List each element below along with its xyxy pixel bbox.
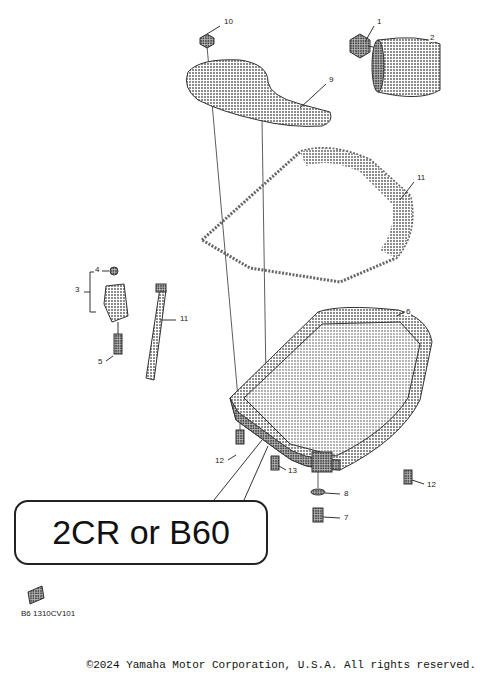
- callout-number: 12: [214, 457, 225, 465]
- note-text: 2CR or B60: [52, 513, 230, 552]
- callout-number: 3: [74, 286, 80, 294]
- callout-number: 7: [343, 514, 349, 522]
- callout-number: 5: [97, 358, 103, 366]
- callout-number: 11: [416, 174, 426, 182]
- note-box: 2CR or B60: [14, 500, 268, 565]
- callout-number: 6: [405, 308, 411, 316]
- callout-number: 8: [343, 490, 349, 498]
- callout-number: 13: [287, 467, 298, 475]
- callout-number: 1: [376, 18, 382, 26]
- callout-number: 2: [429, 34, 435, 42]
- callout-number: 4: [94, 266, 100, 274]
- copyright-caption: ©2024 Yamaha Motor Corporation, U.S.A. A…: [87, 659, 476, 671]
- callout-number: 12: [426, 481, 437, 489]
- drawing-code: B6 1310CV101: [20, 610, 76, 618]
- callout-number: 11: [179, 315, 189, 323]
- callout-number: 10: [223, 18, 234, 26]
- callout-number: 9: [328, 76, 334, 84]
